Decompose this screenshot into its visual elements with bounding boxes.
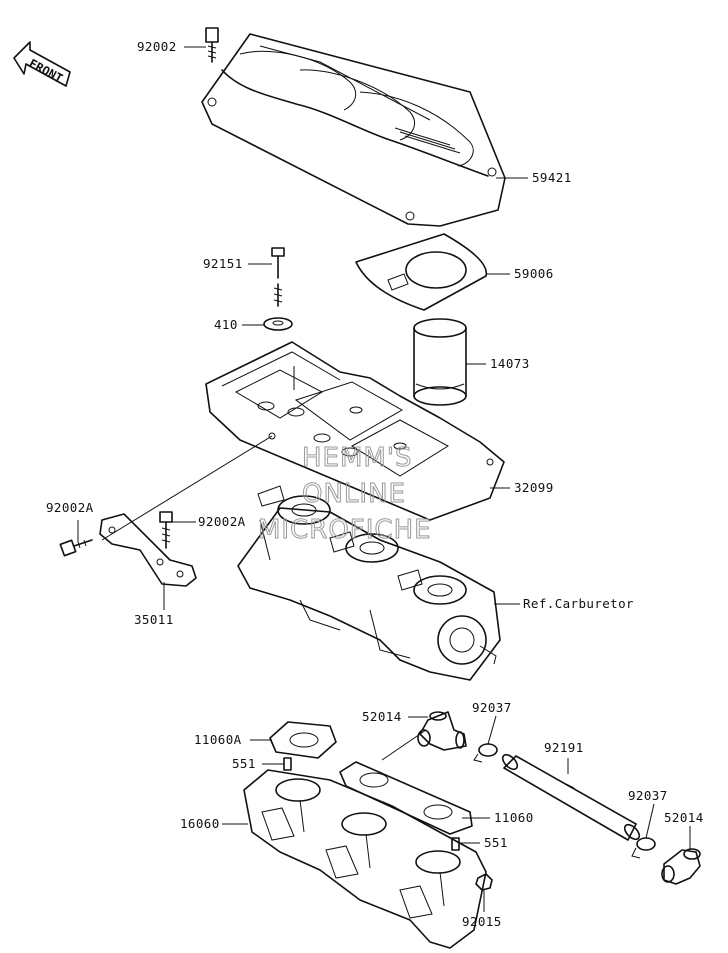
label-11060: 11060 — [494, 810, 534, 825]
label-92002A-left: 92002A — [46, 500, 94, 515]
label-92002A-mid: 92002A — [198, 514, 246, 529]
label-59421: 59421 — [532, 170, 572, 185]
leader-lines — [77, 46, 691, 912]
label-410: 410 — [214, 317, 238, 332]
label-59006: 59006 — [514, 266, 554, 281]
front-label: FRONT — [27, 56, 65, 85]
filter-14073 — [413, 318, 467, 406]
pin-551-top — [283, 757, 292, 771]
hose-92191 — [501, 753, 641, 841]
label-92002-top: 92002 — [137, 39, 177, 54]
label-92151: 92151 — [203, 256, 243, 271]
elbow-52014-bottom — [661, 848, 701, 885]
label-551-top: 551 — [232, 756, 256, 771]
label-16060: 16060 — [180, 816, 220, 831]
part-labels: 92002 59421 92151 59006 410 14073 32099 … — [46, 39, 704, 929]
clamp-92037-bottom — [631, 837, 656, 859]
label-92037-bottom: 92037 — [628, 788, 668, 803]
clamp-92037-top — [473, 743, 498, 763]
elbow-52014-top — [417, 711, 467, 751]
watermark: HEMM'S ONLINE MICROFICHE — [258, 443, 432, 546]
watermark-line-3: MICROFICHE — [258, 515, 432, 545]
gasket-11060A — [269, 721, 337, 759]
label-32099: 32099 — [514, 480, 554, 495]
bolt-92002-top — [205, 27, 219, 63]
front-arrow-icon: FRONT — [13, 41, 71, 87]
carburetor-assembly — [237, 485, 501, 681]
stud-92151 — [271, 247, 285, 307]
watermark-line-2: ONLINE — [302, 479, 406, 509]
label-11060A: 11060A — [194, 732, 242, 747]
label-92191: 92191 — [544, 740, 584, 755]
watermark-line-1: HEMM'S — [302, 443, 413, 473]
label-92037-top: 92037 — [472, 700, 512, 715]
base-32099 — [205, 341, 505, 521]
washer-410 — [263, 317, 293, 331]
label-14073: 14073 — [490, 356, 530, 371]
label-92015: 92015 — [462, 914, 502, 929]
manifold-16060 — [243, 769, 487, 949]
gasket-59006 — [355, 233, 488, 311]
label-52014-bottom: 52014 — [664, 810, 704, 825]
bracket-35011 — [99, 513, 197, 587]
bolt-92002A-left — [59, 539, 93, 557]
nut-92015 — [475, 873, 493, 891]
label-551-bottom: 551 — [484, 835, 508, 850]
air-cover-59421 — [201, 33, 506, 227]
gasket-11060 — [339, 761, 473, 835]
label-35011: 35011 — [134, 612, 174, 627]
label-52014-top: 52014 — [362, 709, 402, 724]
label-ref-carburetor: Ref.Carburetor — [523, 596, 634, 611]
pin-551-bottom — [451, 837, 460, 851]
bolt-92002A-mid — [159, 511, 173, 549]
